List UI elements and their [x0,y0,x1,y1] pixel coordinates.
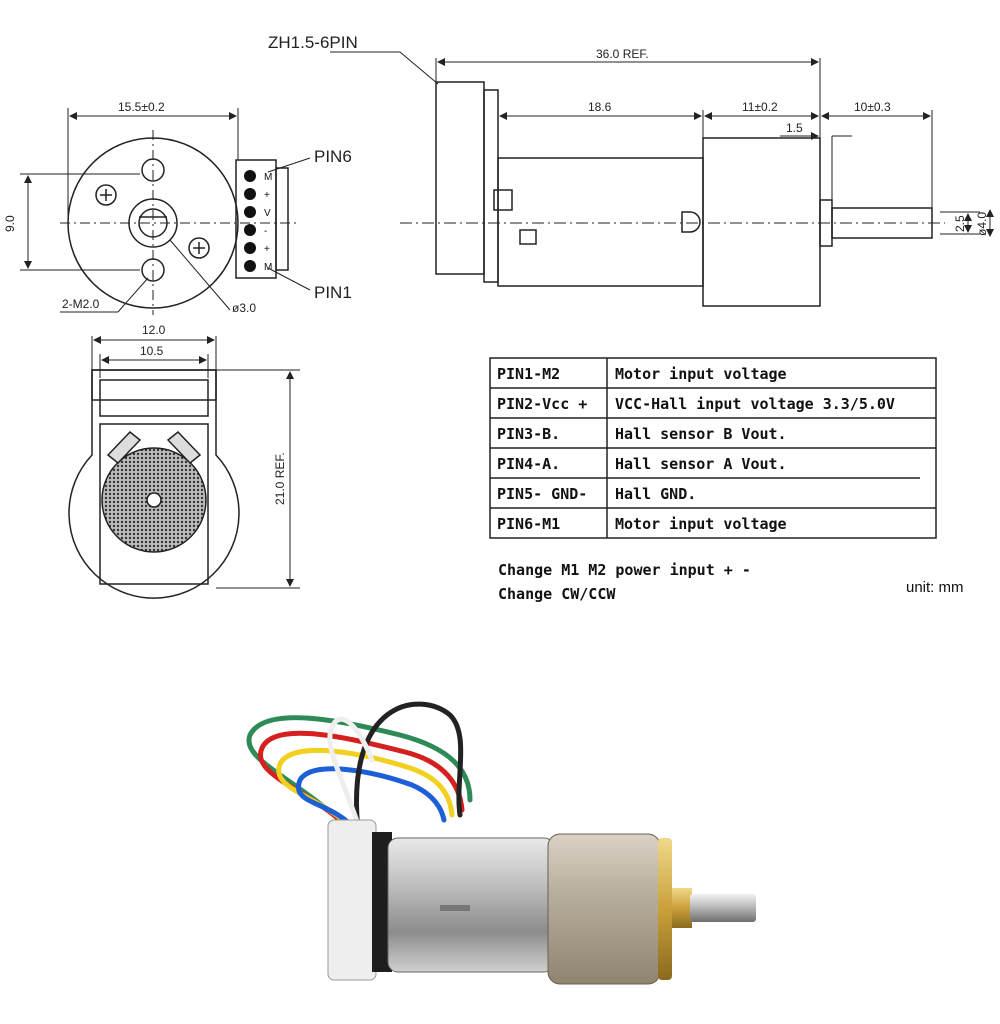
pin-dot [244,224,256,236]
photo-encoder-disc [372,832,392,972]
pin-desc-cell: Hall GND. [615,485,696,503]
pin-name-cell: PIN6-M1 [497,515,560,533]
bottom-hole [141,258,165,282]
gearbox [702,137,821,307]
pin-table [489,357,937,539]
pin-mark: - [264,226,267,237]
dim-rear-height: 21.0 REF. [273,452,287,505]
front-dims [20,108,311,313]
dim-shaft-length: 10±0.3 [854,100,891,114]
side-dims [330,51,994,237]
encoder-board [435,81,485,275]
pin-name-cell: PIN3-B. [497,425,560,443]
front-outline [67,137,239,309]
pin-mark: V [264,208,271,219]
pin-dot [244,206,256,218]
photo-gearbox [547,833,661,985]
pin-dot [244,260,256,272]
pin-desc-cell: Hall sensor A Vout. [615,455,787,473]
pin-desc-cell: Motor input voltage [615,365,787,383]
wire [354,701,464,833]
dim-front-height: 9.0 [3,215,17,232]
pin-name-cell: PIN1-M2 [497,365,560,383]
dim-shaft-dia-side: ø4.0 [975,212,989,236]
dim-motor-length: 18.6 [588,100,612,114]
photo-shaft [690,894,756,922]
connector-label: ZH1.5-6PIN [268,33,358,52]
front-pin-dots: M + V - + M [244,170,272,273]
pin-mark: + [264,244,270,255]
photo-motor-can [387,837,555,973]
dim-rear-outer: 12.0 [142,323,166,337]
pin-dot [244,188,256,200]
pin6-label: PIN6 [314,147,352,166]
side-view [400,81,945,307]
pin-name-cell: PIN2-Vcc + [497,395,587,413]
pin-mark: + [264,190,270,201]
dim-gear-length: 11±0.2 [742,100,778,114]
motor-photo [246,701,756,985]
pin-mark: M [264,172,272,183]
dim-front-width: 15.5±0.2 [118,100,165,114]
pin-desc-cell: Hall sensor B Vout. [615,425,787,443]
pin-dot [244,170,256,182]
unit-label: unit: mm [906,579,964,596]
top-hole [141,158,165,182]
pin1-label: PIN1 [314,283,352,302]
note-line-1: Change M1 M2 power input + - [498,561,751,579]
note-line-2: Change CW/CCW [498,585,616,603]
dim-step: 1.5 [786,121,803,135]
pin-name-cell: PIN5- GND- [497,485,587,503]
dim-shaft-dia: ø3.0 [232,301,256,315]
pin-desc-cell: VCC-Hall input voltage 3.3/5.0V [615,395,895,413]
pin-dot [244,242,256,254]
wire [327,716,375,833]
pin-mark: M [264,262,272,273]
dim-mount-holes: 2-M2.0 [62,297,100,311]
pin-name-cell: PIN4-A. [497,455,560,473]
wire [295,766,447,833]
encoder-wires [246,701,473,833]
dim-rear-inner: 10.5 [140,344,164,358]
pin-desc-cell: Motor input voltage [615,515,787,533]
front-view [60,130,300,315]
rear-outline [68,369,240,599]
photo-brass-ring [658,838,672,980]
dim-flat: 2.5 [953,215,967,232]
motor-can [497,157,704,287]
rear-view [68,369,240,599]
photo-connector [327,819,377,981]
rear-dims [91,336,300,589]
dim-total-ref: 36.0 REF. [596,47,649,61]
